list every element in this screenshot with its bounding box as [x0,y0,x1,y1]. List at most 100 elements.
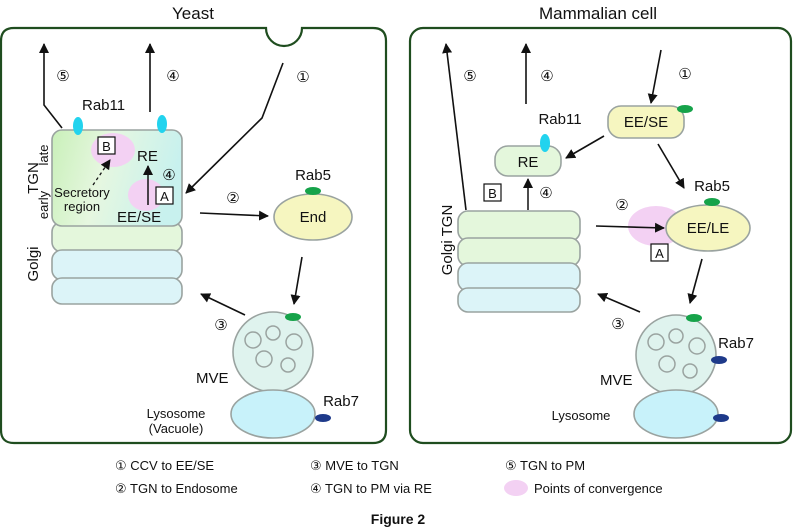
mammalian-golgi-cisterna-3 [457,262,581,292]
mammalian-arrow-eele-to-mve [687,258,703,304]
yeast-step-2: ② [226,190,239,207]
mammalian-mve-vesicle [647,333,665,351]
mammalian-arrow-3 [597,292,641,313]
yeast-golgi-cisterna-3 [51,277,183,305]
mammalian-step-1: ① [678,66,691,83]
mammalian-step-3: ③ [611,316,624,333]
legend-item-5: ⑤ TGN to PM [505,458,585,473]
rab11-marker [73,117,83,135]
mammalian-step-2: ② [615,197,628,214]
yeast-secretory-arrow [92,159,111,186]
yeast-mve-vesicle [265,325,281,341]
mammalian-rab11-label: Rab11 [538,111,581,128]
rab7-marker [711,356,727,364]
legend-item-1: ① CCV to EE/SE [115,458,214,473]
rab5-marker [285,313,301,321]
yeast-vacuole-label: (Vacuole) [149,421,204,436]
yeast-rab11-label: Rab11 [82,97,125,114]
yeast-mve-vesicle [255,350,273,368]
yeast-step-5: ⑤ [56,68,69,85]
yeast-mve-vesicle [244,331,262,349]
rab11-marker [157,115,167,133]
mammalian-rab5-label: Rab5 [694,178,730,195]
mammalian-recycling-endosome [494,145,562,177]
yeast-box-a [155,186,174,205]
yeast-mve [232,311,314,393]
yeast-box-a-label: A [160,189,169,204]
yeast-arrow-1 [185,62,284,194]
yeast-arrow-5 [39,43,63,129]
yeast-panel: Yeast Rab11 RE EE/SE B A Secretory regio… [0,4,388,445]
yeast-rab5-label: Rab5 [295,167,331,184]
mammalian-arrow-5 [442,43,467,211]
yeast-mve-label: MVE [196,370,229,387]
legend-item-2: ② TGN to Endosome [115,481,238,496]
mammalian-panel: Mammalian cell Golgi TGN RE Rab11 B ④ ⑤ … [408,4,793,445]
mammalian-golgi-cisterna-4 [457,287,581,313]
legend-item-6: Points of convergence [534,481,663,496]
mammalian-box-a [650,243,669,262]
yeast-convergence-a [128,179,164,211]
rab7-marker [713,414,729,422]
mammalian-mve-vesicle [668,328,684,344]
mammalian-mve-vesicle [688,337,706,355]
mammalian-lysosome [633,389,719,439]
yeast-re-label: RE [137,148,158,165]
mammalian-title: Mammalian cell [539,4,657,23]
mammalian-step-4-top: ④ [540,68,553,85]
rab5-marker [677,105,693,113]
legend-item-3: ③ MVE to TGN [310,458,399,473]
yeast-step-4-mid: ④ [162,167,175,184]
mammalian-early-sorting-endosome [607,105,685,139]
rab7-marker [315,414,331,422]
yeast-step-1: ① [296,69,309,86]
mammalian-arrow-2 [595,222,665,233]
mammalian-re-label: RE [518,154,539,171]
yeast-mve-vesicle [280,357,296,373]
mammalian-box-b [483,183,502,202]
mammalian-rab7-label: Rab7 [718,335,754,352]
yeast-rab7-label: Rab7 [323,393,359,410]
rab5-marker [305,187,321,195]
mammalian-mve-label: MVE [600,372,633,389]
mammalian-mve-vesicle [658,355,676,373]
yeast-secretory-label-2: region [64,199,100,214]
yeast-arrow-3 [200,293,246,316]
yeast-box-b [97,136,116,155]
legend-convergence-swatch [504,480,528,496]
yeast-step-4-top: ④ [166,68,179,85]
rab11-marker [540,134,550,152]
mammalian-eese-label: EE/SE [624,114,668,131]
mammalian-mve-vesicle [682,363,698,379]
mammalian-eele-label: EE/LE [687,220,730,237]
mammalian-step-4-mid: ④ [539,185,552,202]
rab5-marker [686,314,702,322]
mammalian-box-a-label: A [655,246,664,261]
mammalian-arrow-eese-to-re [565,135,605,159]
yeast-vacuole [230,389,316,439]
yeast-arrow-endosome-to-mve [290,256,303,305]
mammalian-mve [635,314,717,396]
mammalian-golgi-cisterna-2 [457,237,581,267]
yeast-step-3: ③ [214,317,227,334]
mammalian-lysosome-label: Lysosome [552,408,611,423]
mammalian-step-5: ⑤ [463,68,476,85]
legend-item-4: ④ TGN to PM via RE [310,481,432,496]
yeast-eese-label: EE/SE [117,209,161,226]
yeast-mve-vesicle [285,333,303,351]
figure-caption: Figure 2 [371,511,426,527]
rab5-marker [704,198,720,206]
yeast-early-label: early [36,190,51,219]
mammalian-box-b-label: B [488,186,497,201]
mammalian-golgi-cisterna-1 [457,210,581,242]
mammalian-arrow-eese-to-eele [657,143,685,189]
mammalian-arrow-1 [647,49,662,104]
yeast-tgn-label: TGN [25,162,42,194]
yeast-box-b-label: B [102,139,111,154]
legend: ① CCV to EE/SE ② TGN to Endosome ③ MVE t… [115,458,663,496]
yeast-end-label: End [300,209,327,226]
yeast-arrow-2 [199,210,269,221]
yeast-golgi-label: Golgi [25,246,42,281]
yeast-late-label: late [36,145,51,166]
